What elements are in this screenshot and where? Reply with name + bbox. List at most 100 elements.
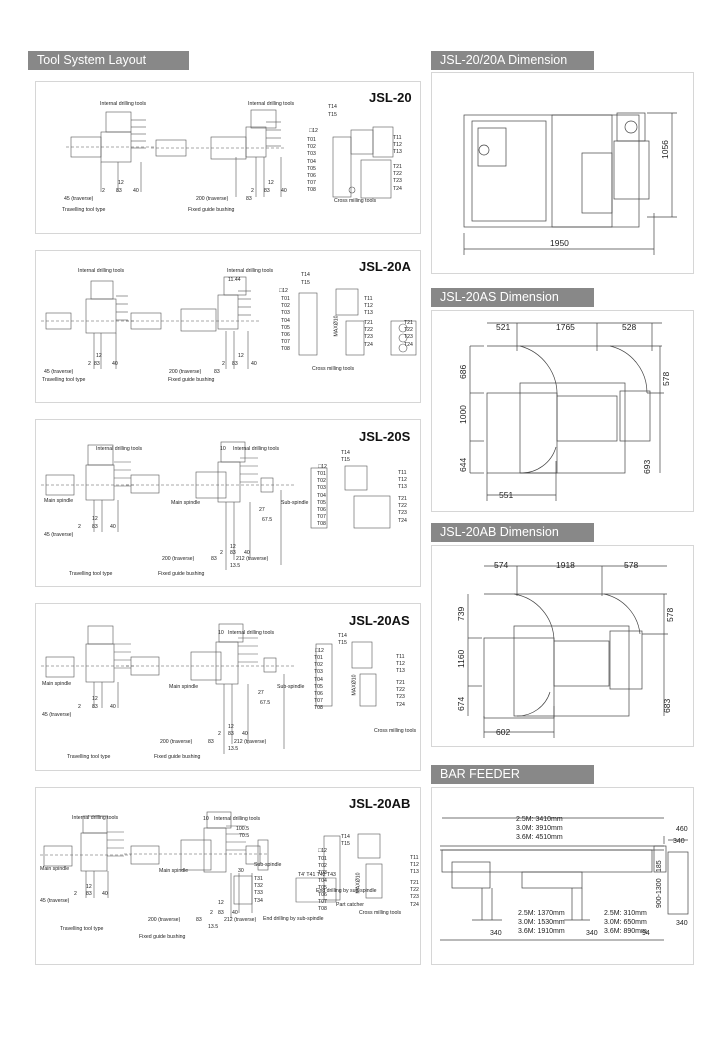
jsl-20-dimension-header: JSL-20/20A Dimension (431, 51, 594, 70)
tool-t01: T01 (314, 655, 323, 661)
tool-system-layout-header: Tool System Layout (28, 51, 189, 70)
dim-94: 94 (642, 930, 650, 937)
dim-200-traverse: 200 (traverse) (196, 196, 229, 202)
label-sub-spindle: Sub-spindle (281, 500, 309, 506)
label-internal-drilling-tools-2: Internal drilling tools (233, 446, 280, 452)
tool-t07: T07 (314, 698, 323, 705)
dim-83-a: 83 (86, 891, 92, 897)
bar-offset-3-6m: 3.6M: 890mm (604, 928, 647, 935)
model-name: JSL-20 (369, 90, 412, 105)
tool-t03: T03 (318, 870, 327, 877)
tool-t21: T21 (364, 320, 373, 326)
panel-jsl-20ab: Internal drilling tools 10 Internal dril… (35, 787, 421, 965)
model-name: JSL-20S (359, 429, 411, 444)
tool-t22-b: T22 (404, 327, 413, 334)
tool-t22: T22 (396, 687, 405, 694)
dim-40-a: 40 (102, 891, 108, 897)
tool-t11: T11 (398, 470, 407, 476)
panel-bar-feeder: 2.5M: 3410mm 3.0M: 3910mm 3.6M: 4510mm 4… (431, 787, 694, 965)
dim-12-a: 12 (92, 516, 98, 522)
tool-t07: T07 (317, 514, 326, 521)
dim-12-a: 12 (118, 180, 124, 186)
label-sub-tools-top: T4' T41 T42 T43 (298, 872, 336, 878)
dim-width-1950: 1950 (550, 238, 569, 248)
tool-t08: T08 (307, 187, 316, 194)
dim-200-traverse: 200 (traverse) (169, 369, 202, 375)
dim-212-traverse: 212 (traverse) (236, 556, 269, 562)
jsl-20s-drawing (41, 441, 391, 570)
dim-12-b: 12 (230, 544, 236, 550)
jsl-20ab-dimension-header: JSL-20AB Dimension (431, 523, 594, 542)
dim-83-c: 83 (211, 556, 217, 562)
bar-length-2-5m: 2.5M: 3410mm (516, 816, 563, 823)
tool-t23: T23 (393, 178, 402, 185)
dim-jsl-20as-drawing (469, 322, 664, 501)
label-fixed-guide-bushing: Fixed guide bushing (168, 377, 215, 383)
jsl-20-drawing (66, 109, 394, 199)
tool-t03: T03 (281, 310, 290, 317)
label-cross-milling-tools: Cross milling tools (359, 910, 402, 916)
dim-10: 10 (218, 630, 224, 636)
label-sub-spindle: Sub-spindle (254, 862, 282, 868)
tool-t08: T08 (314, 705, 323, 712)
bar-base-3-6m: 3.6M: 1910mm (518, 928, 565, 935)
tool-t02: T02 (317, 478, 326, 485)
tool-t24: T24 (398, 517, 407, 524)
tool-t06: T06 (307, 172, 316, 179)
dim-340-c: 340 (676, 920, 688, 927)
tool-t24: T24 (364, 341, 373, 348)
label-t15: T15 (341, 457, 350, 463)
panel-dim-jsl-20: 1950 1056 (431, 72, 694, 274)
tool-t34: T34 (254, 897, 263, 904)
dim-bottom: 551 (499, 490, 514, 500)
dim-right-bottom: 683 (662, 698, 672, 713)
dim-185: 185 (656, 860, 663, 872)
label-cross-milling-tools: Cross milling tools (312, 366, 355, 372)
panel-jsl-20as: 10 Internal drilling tools JSL-20AS T14 … (35, 603, 421, 771)
dim-40-b: 40 (242, 731, 248, 737)
tool-t06: T06 (318, 891, 327, 898)
dim-jsl-20-drawing (463, 112, 677, 255)
label-fixed-guide-bushing: Fixed guide bushing (154, 754, 201, 760)
label-internal-drilling-tools-1: Internal drilling tools (78, 268, 125, 274)
tool-t08: T08 (281, 346, 290, 353)
bar-feeder-header: BAR FEEDER (431, 765, 594, 784)
label-maxd10: MAXØ10 (333, 315, 340, 337)
tool-t13: T13 (364, 310, 373, 317)
tool-t23: T23 (410, 894, 419, 901)
dim-left-bottom: 644 (458, 457, 468, 472)
tool-t22: T22 (410, 887, 419, 894)
label-fixed-guide-bushing: Fixed guide bushing (139, 934, 186, 940)
dim-83-b: 83 (218, 910, 224, 916)
dim-900-1300: 900-1300 (656, 878, 663, 908)
jsl-20ab-drawing (40, 811, 383, 918)
dim-top-mid: 1918 (556, 560, 575, 570)
dim-83-b: 83 (230, 550, 236, 556)
label-phi12: □12 (279, 288, 288, 294)
tool-t21-b: T21 (404, 320, 413, 326)
dim-200-traverse: 200 (traverse) (160, 739, 193, 745)
tool-t11: T11 (364, 296, 373, 302)
dim-12-b: 12 (228, 724, 234, 730)
tool-t05: T05 (281, 324, 290, 331)
dim-83-a: 83 (92, 704, 98, 710)
label-end-drilling-by-sub: End drilling by sub-spindle (263, 916, 324, 922)
dim-12-a: 12 (92, 696, 98, 702)
dim-45-traverse: 45 (traverse) (44, 369, 74, 375)
tool-t11: T11 (410, 855, 419, 861)
dim-45-traverse: 45 (traverse) (64, 196, 94, 202)
tool-t32: T32 (254, 883, 263, 890)
dim-460: 460 (676, 826, 688, 833)
dim-left-mid: 1000 (458, 405, 468, 424)
dim-100-5: 100.5 (236, 826, 249, 832)
bar-base-3-0m: 3.0M: 1530mm (518, 919, 565, 926)
tool-t21: T21 (396, 680, 405, 686)
dim-40-a: 40 (110, 524, 116, 530)
label-t14: T14 (328, 104, 337, 110)
label-travelling-tool-type: Travelling tool type (62, 207, 106, 213)
label-internal-drilling-tools-2: Internal drilling tools (248, 101, 295, 107)
label-main-spindle-2: Main spindle (171, 500, 201, 506)
label-t15: T15 (338, 640, 347, 646)
label-travelling-tool-type: Travelling tool type (67, 754, 111, 760)
label-travelling-tool-type: Travelling tool type (42, 377, 86, 383)
